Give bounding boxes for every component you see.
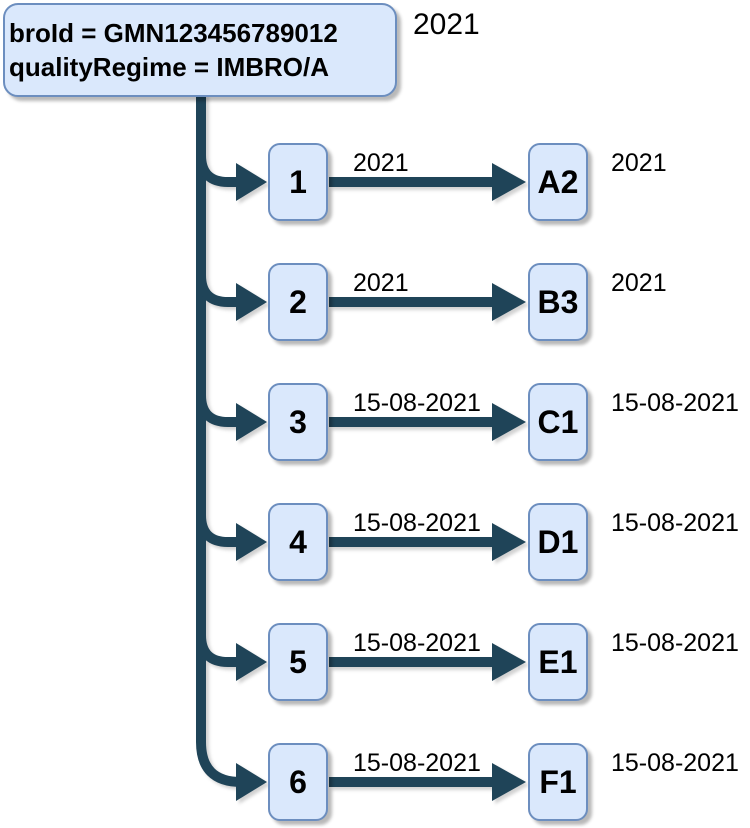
target-date-label: 15-08-2021 bbox=[611, 389, 739, 417]
branch-arrowhead bbox=[236, 283, 267, 321]
edge-arrowhead bbox=[492, 523, 526, 561]
source-node[interactable]: 5 bbox=[268, 623, 328, 701]
edge-date-label: 15-08-2021 bbox=[353, 749, 481, 777]
target-node[interactable]: F1 bbox=[528, 743, 588, 821]
source-node[interactable]: 1 bbox=[268, 143, 328, 221]
root-node-broid-text: broId = GMN123456789012 bbox=[9, 18, 338, 48]
source-node[interactable]: 4 bbox=[268, 503, 328, 581]
root-year-label: 2021 bbox=[413, 8, 480, 41]
source-node[interactable]: 3 bbox=[268, 383, 328, 461]
edge-arrowhead bbox=[492, 283, 526, 321]
edge-date-label: 2021 bbox=[353, 149, 409, 177]
edge-arrowhead bbox=[492, 763, 526, 801]
edge-arrowhead bbox=[492, 163, 526, 201]
edge-arrowhead bbox=[492, 403, 526, 441]
root-node-qualityregime-text: qualityRegime = IMBRO/A bbox=[9, 52, 329, 82]
trunk-connector bbox=[196, 94, 242, 787]
branch-elbow-connector bbox=[196, 514, 237, 547]
edge-date-label: 15-08-2021 bbox=[353, 629, 481, 657]
branch-arrowhead bbox=[236, 403, 267, 441]
target-date-label: 2021 bbox=[611, 269, 667, 297]
source-node[interactable]: 2 bbox=[268, 263, 328, 341]
target-date-label: 15-08-2021 bbox=[611, 509, 739, 537]
source-node[interactable]: 6 bbox=[268, 743, 328, 821]
target-date-label: 2021 bbox=[611, 149, 667, 177]
target-node[interactable]: E1 bbox=[528, 623, 588, 701]
branch-arrowhead bbox=[236, 643, 267, 681]
root-node[interactable]: broId = GMN123456789012 qualityRegime = … bbox=[3, 3, 397, 97]
branch-elbow-connector bbox=[196, 274, 237, 307]
target-node[interactable]: B3 bbox=[528, 263, 588, 341]
edge-date-label: 2021 bbox=[353, 269, 409, 297]
edge-date-label: 15-08-2021 bbox=[353, 389, 481, 417]
branch-arrowhead bbox=[236, 763, 267, 801]
edge-arrowhead bbox=[492, 643, 526, 681]
edge-date-label: 15-08-2021 bbox=[353, 509, 481, 537]
branch-arrowhead bbox=[236, 163, 267, 201]
target-node[interactable]: D1 bbox=[528, 503, 588, 581]
target-node[interactable]: C1 bbox=[528, 383, 588, 461]
branch-elbow-connector bbox=[196, 634, 237, 667]
target-node[interactable]: A2 bbox=[528, 143, 588, 221]
branch-elbow-connector bbox=[196, 154, 237, 187]
branch-arrowhead bbox=[236, 523, 267, 561]
branch-elbow-connector bbox=[196, 394, 237, 427]
target-date-label: 15-08-2021 bbox=[611, 749, 739, 777]
target-date-label: 15-08-2021 bbox=[611, 629, 739, 657]
